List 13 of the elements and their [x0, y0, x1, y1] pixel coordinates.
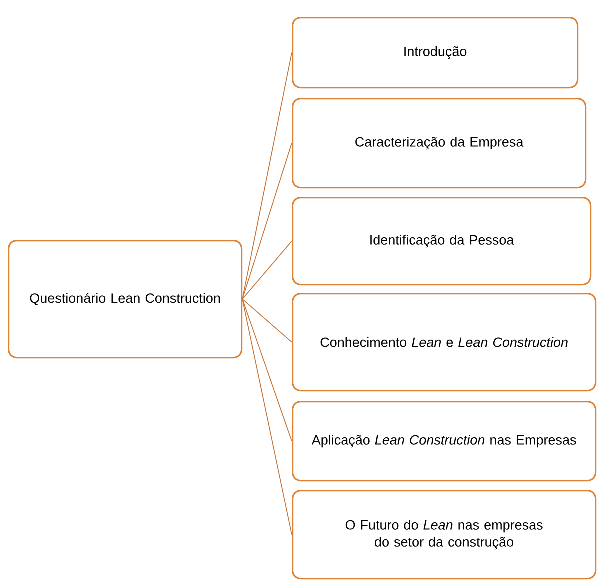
topic-box: Caracterização da Empresa	[292, 98, 587, 189]
connector-line	[242, 52, 292, 300]
topic-box: O Futuro do Lean nas empresas do setor da construção	[292, 490, 597, 580]
connector-line	[242, 142, 292, 300]
topic-box: Questionário Lean Construction	[8, 240, 243, 359]
topic-box: Introdução	[292, 17, 579, 89]
connector-line	[242, 298, 292, 343]
connector-line	[242, 298, 292, 536]
connector-line	[242, 240, 292, 300]
topic-box: Identificação da Pessoa	[292, 197, 592, 286]
topic-box: Conhecimento Lean e Lean Construction	[292, 293, 597, 392]
topic-box: Aplicação Lean Construction nas Empresas	[292, 401, 597, 482]
connector-line	[242, 298, 292, 442]
